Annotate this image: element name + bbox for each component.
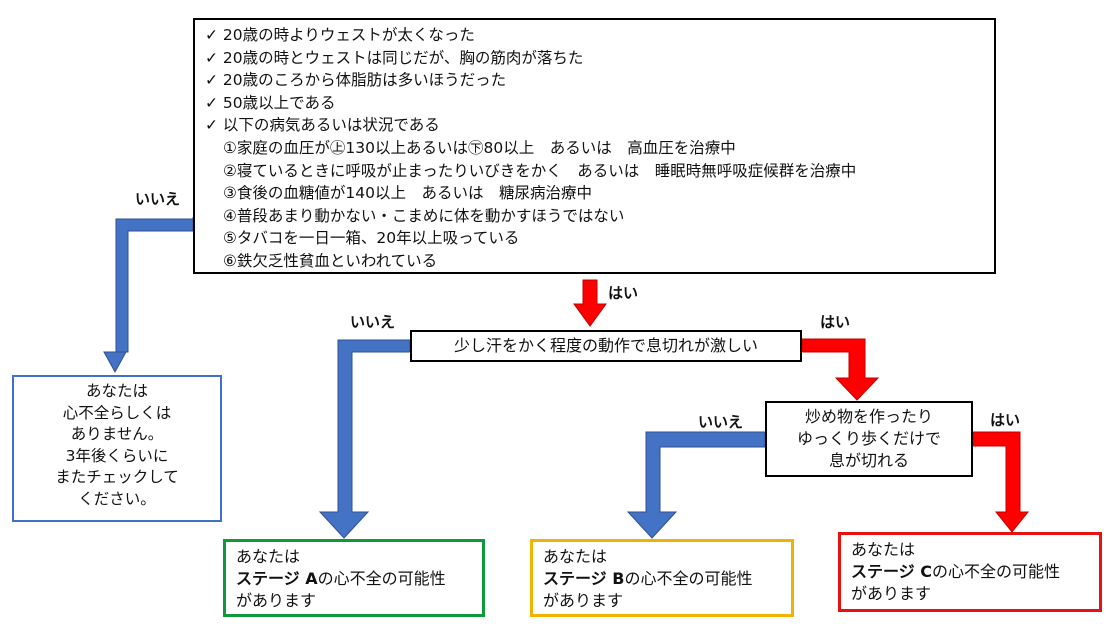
- result-stage-c: あなたは ステージ Cの心不全の可能性 があります: [838, 532, 1102, 612]
- result-line: ステージ Cの心不全の可能性: [851, 561, 1099, 583]
- question-2-line: 息が切れる: [828, 451, 909, 470]
- result-line: があります: [236, 591, 317, 610]
- label-yes-criteria: はい: [608, 284, 639, 302]
- label-no-q1: いいえ: [350, 313, 396, 331]
- result-stage-a: あなたは ステージ Aの心不全の可能性 があります: [223, 539, 485, 617]
- condition-item: ⑤タバコを一日一箱、20年以上吸っている: [223, 229, 520, 248]
- result-no-heart-failure: あなたは 心不全らしくは ありません。 3年後くらいに またチェックして くださ…: [12, 375, 222, 522]
- result-line: があります: [543, 591, 624, 610]
- stage-label: ステージ C: [851, 562, 932, 581]
- label-yes-q1: はい: [820, 313, 851, 331]
- stage-text: の心不全の可能性: [624, 569, 753, 588]
- stage-text: の心不全の可能性: [317, 569, 446, 588]
- result-line: あなたは: [85, 382, 148, 400]
- result-line: があります: [851, 584, 932, 603]
- result-line: ステージ Aの心不全の可能性: [236, 568, 482, 590]
- question-2-line: ゆっくり歩くだけで: [796, 429, 941, 448]
- arrow-yes-q1: [801, 338, 880, 401]
- result-line: またチェックして: [55, 468, 179, 486]
- label-no-q2: いいえ: [698, 413, 744, 431]
- label-yes-q2: はい: [990, 411, 1021, 429]
- criteria-item: ✓ 20歳の時とウェストは同じだが、胸の筋肉が落ちた: [205, 48, 584, 67]
- result-line: ありません。: [70, 425, 164, 443]
- condition-item: ①家庭の血圧が㊤130以上あるいは㊦80以上 あるいは 高血圧を治療中: [223, 138, 736, 157]
- condition-item: ③食後の血糖値が140以上 あるいは 糖尿病治療中: [223, 184, 592, 203]
- result-line: あなたは: [236, 547, 301, 566]
- result-line: ください。: [78, 489, 156, 508]
- question-1-box: 少し汗をかく程度の動作で息切れが激しい: [410, 330, 802, 362]
- label-no-criteria: いいえ: [135, 190, 181, 208]
- stage-text: の心不全の可能性: [932, 562, 1061, 581]
- result-line: 3年後くらいに: [65, 446, 169, 465]
- stage-label: ステージ A: [236, 569, 318, 588]
- criteria-item: ✓ 20歳のころから体脂肪は多いほうだった: [205, 71, 507, 90]
- result-line: あなたは: [851, 540, 916, 559]
- result-stage-b: あなたは ステージ Bの心不全の可能性 があります: [530, 539, 794, 617]
- question-2-line: 炒め物を作ったり: [804, 407, 933, 426]
- arrow-no-q1: [318, 339, 411, 539]
- condition-item: ④普段あまり動かない・こまめに体を動かすほうではない: [223, 206, 625, 225]
- arrow-yes-q2: [972, 431, 1030, 533]
- condition-item: ②寝ているときに呼吸が止まったりいびきをかく あるいは 睡眠時無呼吸症候群を治療…: [223, 161, 857, 180]
- question-2-box: 炒め物を作ったり ゆっくり歩くだけで 息が切れる: [765, 401, 973, 477]
- criteria-item: ✓ 20歳の時よりウェストが太くなった: [205, 26, 475, 44]
- criteria-item: ✓ 以下の病気あるいは状況である: [205, 116, 440, 135]
- stage-label: ステージ B: [543, 569, 625, 588]
- criteria-box: ✓ 20歳の時よりウェストが太くなった ✓ 20歳の時とウェストは同じだが、胸の…: [193, 18, 996, 274]
- criteria-item: ✓ 50歳以上である: [205, 93, 336, 112]
- arrow-no-q2: [626, 431, 766, 539]
- condition-item: ⑥鉄欠乏性貧血といわれている: [223, 251, 438, 270]
- arrow-no-criteria: [103, 217, 194, 374]
- result-line: あなたは: [543, 547, 608, 566]
- result-line: 心不全らしくは: [62, 403, 172, 422]
- arrow-yes-criteria: [573, 279, 607, 327]
- result-line: ステージ Bの心不全の可能性: [543, 568, 791, 590]
